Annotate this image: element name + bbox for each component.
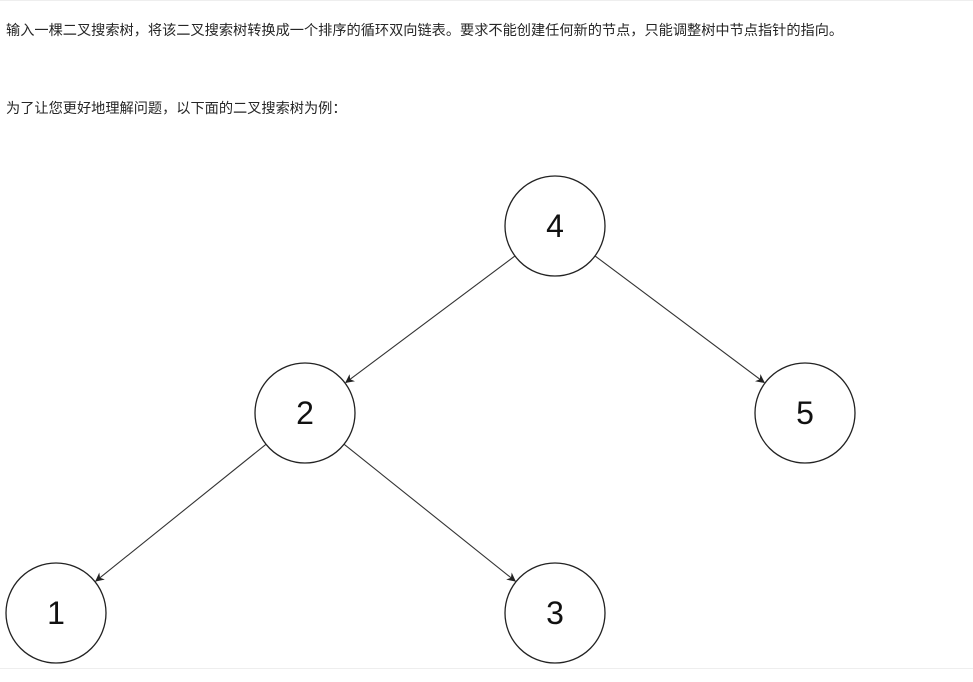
node-circle <box>254 362 356 464</box>
node-circle <box>504 175 606 277</box>
top-divider <box>0 0 973 1</box>
tree-edge-n2-n1 <box>95 443 267 582</box>
node-label: 5 <box>796 395 814 431</box>
tree-node-5: 5 <box>754 362 856 464</box>
tree-edges <box>95 255 765 582</box>
tree-node-3: 3 <box>504 562 606 664</box>
node-circle <box>754 362 856 464</box>
node-label: 4 <box>546 208 564 244</box>
problem-description: 输入一棵二叉搜索树，将该二叉搜索树转换成一个排序的循环双向链表。要求不能创建任何… <box>6 23 844 39</box>
tree-edge-n4-n2 <box>345 255 516 384</box>
node-label: 1 <box>47 595 65 631</box>
tree-node-2: 2 <box>254 362 356 464</box>
bottom-divider <box>0 668 973 669</box>
tree-node-1: 1 <box>5 562 107 664</box>
tree-edge-n2-n3 <box>343 443 516 582</box>
node-label: 3 <box>546 595 564 631</box>
node-label: 2 <box>296 395 314 431</box>
node-circle <box>504 562 606 664</box>
example-intro: 为了让您更好地理解问题，以下面的二叉搜索树为例： <box>6 101 347 117</box>
tree-node-4: 4 <box>504 175 606 277</box>
node-circle <box>5 562 107 664</box>
tree-edge-n4-n5 <box>594 255 765 384</box>
